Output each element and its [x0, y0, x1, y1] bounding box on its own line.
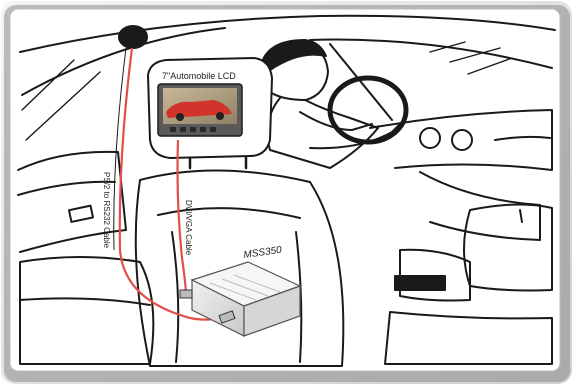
- dvi-connector: [180, 290, 192, 298]
- lcd-wheel-2: [216, 112, 224, 120]
- lcd-wheel-1: [176, 113, 184, 121]
- ps2-cable-label: PS/2 to RS232 Cable: [102, 172, 111, 249]
- dvi-cable-label: DVI/VGA Cable: [184, 200, 193, 256]
- automobile-lcd: 7"Automobile LCD: [158, 71, 242, 136]
- lcd-label: 7"Automobile LCD: [162, 71, 236, 81]
- dome-light: [119, 26, 147, 48]
- console-slot: [395, 276, 445, 290]
